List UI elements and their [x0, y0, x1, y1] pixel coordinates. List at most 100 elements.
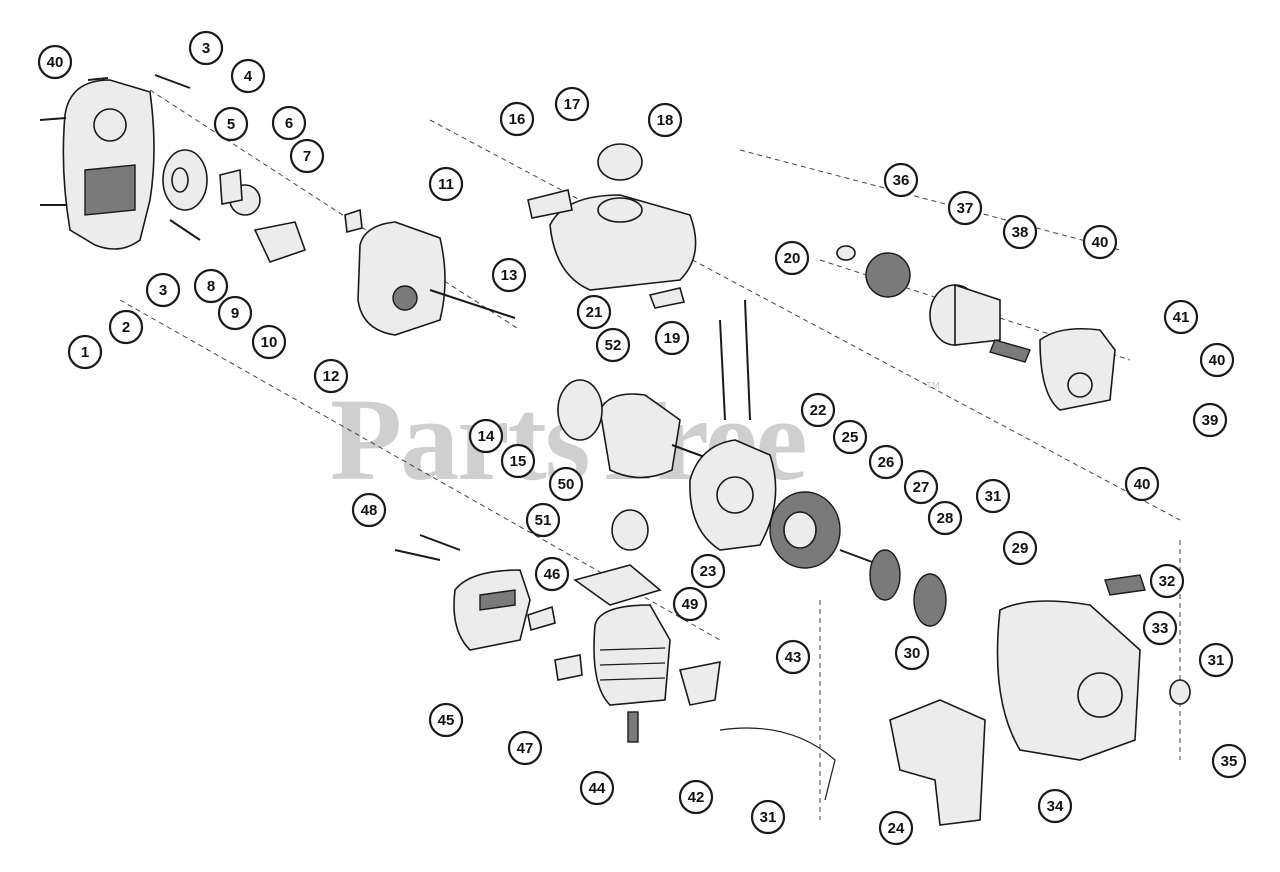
part-callout-40: 40 [37, 44, 73, 80]
callout-circle [313, 358, 349, 394]
part-callout-42: 42 [678, 779, 714, 815]
callout-number: 48 [361, 502, 378, 519]
air-filter [162, 149, 208, 211]
gasket [557, 379, 603, 441]
callout-number: 30 [904, 645, 921, 662]
part-callout-52: 52 [595, 327, 631, 363]
callout-number: 44 [589, 780, 606, 797]
part-callout-25: 25 [832, 419, 868, 455]
part-callout-14: 14 [468, 418, 504, 454]
spark-plug [627, 711, 639, 743]
part-callout-43: 43 [775, 639, 811, 675]
part-callout-50: 50 [548, 466, 584, 502]
piston [611, 509, 649, 551]
callout-number: 16 [509, 111, 526, 128]
part-callout-1: 1 [67, 334, 103, 370]
part-callout-7: 7 [289, 138, 325, 174]
part-callout-23: 23 [690, 553, 726, 589]
part-callout-40: 40 [1082, 224, 1118, 260]
callout-circle [554, 86, 590, 122]
callout-circle [1149, 563, 1185, 599]
muffler [453, 569, 531, 651]
gearbox-housing [1039, 327, 1116, 411]
callout-circle [1002, 214, 1038, 250]
callout-number: 13 [501, 267, 518, 284]
callout-number: 25 [842, 429, 859, 446]
callout-number: 40 [1134, 476, 1151, 493]
part-callout-34: 34 [1037, 788, 1073, 824]
callout-circle [595, 327, 631, 363]
callout-number: 43 [785, 649, 802, 666]
gasket [573, 564, 662, 606]
fuel-line [744, 299, 751, 421]
part-callout-39: 39 [1192, 402, 1228, 438]
callout-circle [428, 166, 464, 202]
callout-number: 28 [937, 510, 954, 527]
callout-number: 47 [517, 740, 534, 757]
callout-number: 38 [1012, 224, 1029, 241]
callout-circle [672, 586, 708, 622]
callout-circle [878, 810, 914, 846]
carburetor [219, 168, 307, 263]
callout-number: 40 [47, 54, 64, 71]
starter-housing [996, 574, 1146, 761]
callout-circle [903, 469, 939, 505]
callout-number: 27 [913, 479, 930, 496]
callout-circle [500, 443, 536, 479]
callout-circle [525, 502, 561, 538]
callout-circle [647, 102, 683, 138]
part-callout-31: 31 [975, 478, 1011, 514]
part-callout-30: 30 [894, 635, 930, 671]
cylinder [593, 604, 671, 706]
callout-number: 31 [760, 809, 777, 826]
part-callout-3: 3 [188, 30, 224, 66]
callout-number: 40 [1092, 234, 1109, 251]
callout-number: 1 [81, 344, 89, 361]
callout-number: 36 [893, 172, 910, 189]
part-callout-29: 29 [1002, 530, 1038, 566]
part-callout-13: 13 [491, 257, 527, 293]
callout-circle [37, 44, 73, 80]
callout-number: 39 [1202, 412, 1219, 429]
part-callout-44: 44 [579, 770, 615, 806]
callout-number: 8 [207, 278, 215, 295]
callout-circle [145, 272, 181, 308]
clutch [865, 252, 911, 298]
callout-circle [690, 553, 726, 589]
part-callout-49: 49 [672, 586, 708, 622]
part-callout-33: 33 [1142, 610, 1178, 646]
part-callout-19: 19 [654, 320, 690, 356]
callout-number: 19 [664, 330, 681, 347]
part-callout-35: 35 [1211, 743, 1247, 779]
callout-circle [1124, 466, 1160, 502]
callout-circle [67, 334, 103, 370]
callout-number: 40 [1209, 352, 1226, 369]
part-callout-22: 22 [800, 392, 836, 428]
callout-number: 17 [564, 96, 581, 113]
flywheel [769, 491, 841, 569]
callout-number: 6 [285, 115, 293, 132]
part-callout-37: 37 [947, 190, 983, 226]
callout-circle [548, 466, 584, 502]
callout-circle [579, 770, 615, 806]
gasket [554, 654, 583, 681]
callout-circle [1002, 530, 1038, 566]
callout-circle [534, 556, 570, 592]
callout-circle [217, 295, 253, 331]
part-callout-26: 26 [868, 444, 904, 480]
callout-number: 29 [1012, 540, 1029, 557]
callout-circle [1199, 342, 1235, 378]
callout-number: 31 [1208, 652, 1225, 669]
part-callout-5: 5 [213, 106, 249, 142]
callout-circle [868, 444, 904, 480]
callout-circle [947, 190, 983, 226]
callout-number: 3 [159, 282, 167, 299]
part-callout-46: 46 [534, 556, 570, 592]
callout-circle [507, 730, 543, 766]
starter-handle [1169, 679, 1191, 705]
callout-circle [654, 320, 690, 356]
callout-number: 26 [878, 454, 895, 471]
part-callout-11: 11 [428, 166, 464, 202]
washer [836, 245, 856, 261]
callout-circle [428, 702, 464, 738]
